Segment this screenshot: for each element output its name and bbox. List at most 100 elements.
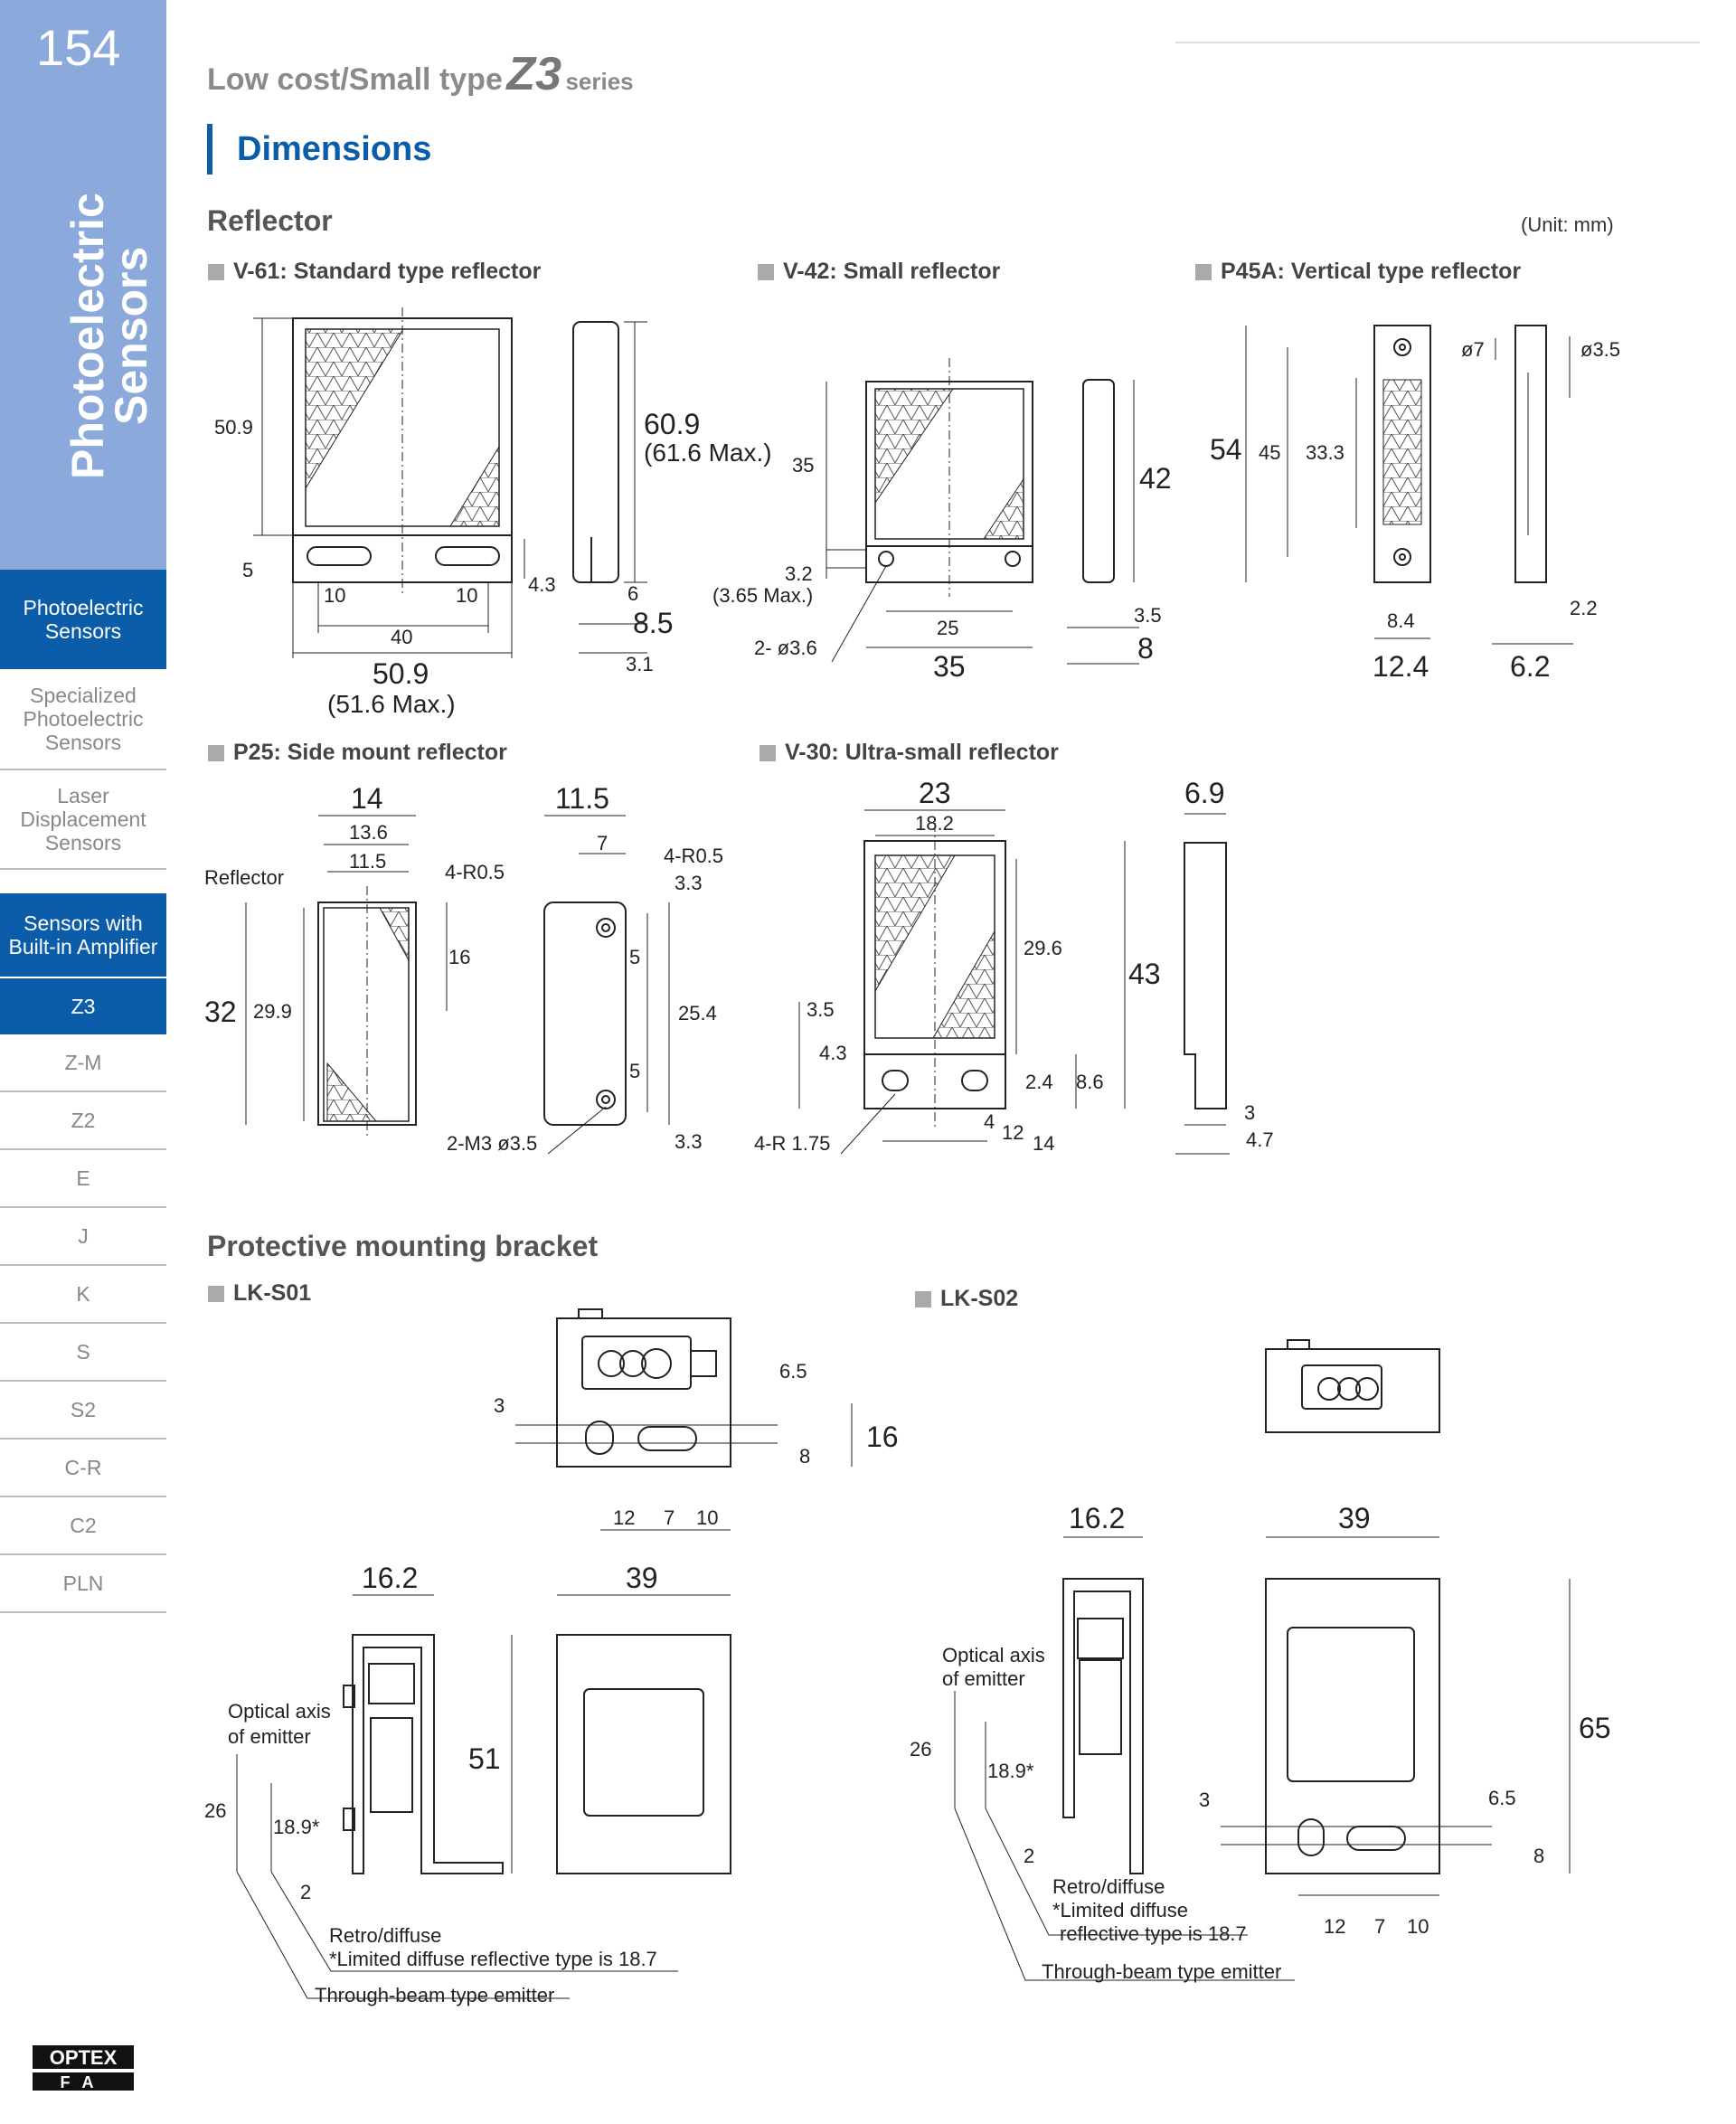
nav-j[interactable]: J [0,1208,166,1266]
v42-dim-3-65: (3.65 Max.) [712,584,813,607]
lks01-dim-16-2: 16.2 [362,1562,418,1594]
sidebar-header: 154 Photoelectric Sensors [0,0,166,570]
lks01-dim-12: 12 [613,1506,635,1529]
lks02-top-view [1265,1339,1440,1433]
v42-dim-35h: 35 [792,454,814,477]
lks02-dim-18-9: 18.9* [987,1760,1034,1782]
lks01-retro: Retro/diffuse [329,1924,441,1947]
v42-dim-3-5: 3.5 [1134,604,1162,627]
unit-note: (Unit: mm) [1521,213,1614,236]
lks01-dim-18-9: 18.9* [273,1816,320,1838]
v30-side-dim-6-9: 6.9 [1184,777,1224,809]
p25-side-dim-5a: 5 [629,946,640,968]
sidebar-title-line1: Photoelectric [62,193,113,479]
v42-dim-3-2: 3.2 [785,562,813,585]
p25-side-dim-11-5: 11.5 [555,782,609,815]
nav-c-r[interactable]: C-R [0,1440,166,1497]
lks01-dim-51: 51 [468,1742,501,1775]
nav-k[interactable]: K [0,1266,166,1324]
lks01-of-emitter: of emitter [228,1725,311,1748]
lks02-dim-16-2: 16.2 [1069,1502,1125,1534]
p45a-dim-45: 45 [1259,441,1280,464]
v30-dim-4-3: 4.3 [819,1042,847,1064]
p45a-dim-6-2: 6.2 [1510,650,1550,683]
section-accent-bar [207,124,212,175]
lks01-dim-10: 10 [696,1506,718,1529]
v42-dim-42: 42 [1139,462,1172,495]
v30-dim-23: 23 [919,777,951,809]
p25-dim-29-9: 29.9 [253,1000,292,1023]
p25-side-dim-r0-5: 4-R0.5 [664,845,723,867]
p45a-dim-33-3: 33.3 [1306,441,1344,464]
p25-dim-m3: 2-M3 ø3.5 [447,1132,537,1155]
nav-laser-displacement[interactable]: Laser Displacement Sensors [0,770,166,870]
lks02-dim-10: 10 [1407,1915,1429,1938]
nav-photoelectric-sensors[interactable]: Photoelectric Sensors [0,570,166,669]
nav-z3[interactable]: Z3 [0,977,166,1034]
lks01-dim-7: 7 [664,1506,675,1529]
lks01-side-view [236,1594,731,1999]
nav-specialized-photoelectric[interactable]: Specialized Photoelectric Sensors [0,669,166,770]
v61-label: V-61: Standard type reflector [208,259,541,285]
v30-side-dim-3: 3 [1244,1101,1255,1124]
lks02-limited1: *Limited diffuse [1052,1899,1188,1921]
v30-dim-3-5: 3.5 [807,998,835,1021]
series-suffix: series [565,68,634,95]
nav-c2[interactable]: C2 [0,1497,166,1555]
p25-drawing [245,815,670,1155]
nav-built-in-amplifier[interactable]: Sensors with Built-in Amplifier [0,893,166,977]
p25-side-dim-5b: 5 [629,1060,640,1082]
p25-label: P25: Side mount reflector [208,740,507,766]
section-title: Dimensions [237,130,432,168]
optex-fa-logo: OPTEX FA [33,2045,134,2091]
lks02-dim-8: 8 [1533,1845,1544,1867]
lks01-label: LK-S01 [208,1280,311,1307]
p45a-dim-8-4: 8.4 [1387,609,1415,632]
lks02-dim-26: 26 [910,1738,931,1761]
nav-z-m[interactable]: Z-M [0,1034,166,1092]
v30-dim-12: 12 [1002,1121,1024,1144]
v61-dim-w: 50.9 [373,657,429,690]
lks01-dim-2: 2 [300,1881,311,1903]
v42-label: V-42: Small reflector [758,259,1000,285]
lks02-through: Through-beam type emitter [1042,1960,1281,1983]
sidebar-title: Photoelectric Sensors [33,109,156,488]
nav-s2[interactable]: S2 [0,1382,166,1440]
sidebar: 154 Photoelectric Sensors Photoelectric … [0,0,166,2124]
nav-s[interactable]: S [0,1324,166,1382]
series-code: Z3 [506,48,561,100]
v61-dim-side-h-max: (61.6 Max.) [644,439,772,467]
v30-drawing [798,809,1230,1155]
v61-dim-10a: 10 [324,584,345,607]
v42-dim-25: 25 [937,617,958,639]
lks02-side-view [954,1536,1571,1981]
v61-dim-10b: 10 [456,584,477,607]
v30-dim-2-4: 2.4 [1025,1071,1053,1093]
p45a-label: P45A: Vertical type reflector [1195,259,1521,285]
lks01-limited: *Limited diffuse reflective type is 18.7 [329,1948,657,1970]
nav-e[interactable]: E [0,1150,166,1208]
sidebar-title-line2: Sensors [106,247,150,425]
p25-side-dim-3-3a: 3.3 [675,872,703,894]
v30-dim-8-6: 8.6 [1076,1071,1104,1093]
v61-dim-4-3: 4.3 [528,573,556,596]
v61-dim-h: 50.9 [214,416,253,439]
lks02-optical-axis: Optical axis [942,1644,1045,1666]
bracket-heading: Protective mounting bracket [207,1230,599,1262]
v30-side-dim-4-7: 4.7 [1246,1128,1274,1151]
p25-dim-11-5: 11.5 [349,850,386,873]
lks01-dim-16: 16 [866,1421,899,1453]
lks02-of-emitter: of emitter [942,1667,1025,1690]
v42-drawing [826,358,1139,665]
nav-z2[interactable]: Z2 [0,1092,166,1150]
p25-dim-14: 14 [351,782,383,815]
lks02-dim-65: 65 [1579,1712,1611,1744]
v61-dim-hole-off: 5 [242,559,253,581]
nav-pln[interactable]: PLN [0,1555,166,1613]
v61-dim-6: 6 [627,582,638,605]
v30-label: V-30: Ultra-small reflector [760,740,1059,766]
p25-dim-r0-5: 4-R0.5 [445,861,505,883]
lks02-dim-6-5: 6.5 [1488,1787,1516,1809]
v30-dim-43: 43 [1128,958,1161,990]
lks01-top-view [515,1308,853,1531]
